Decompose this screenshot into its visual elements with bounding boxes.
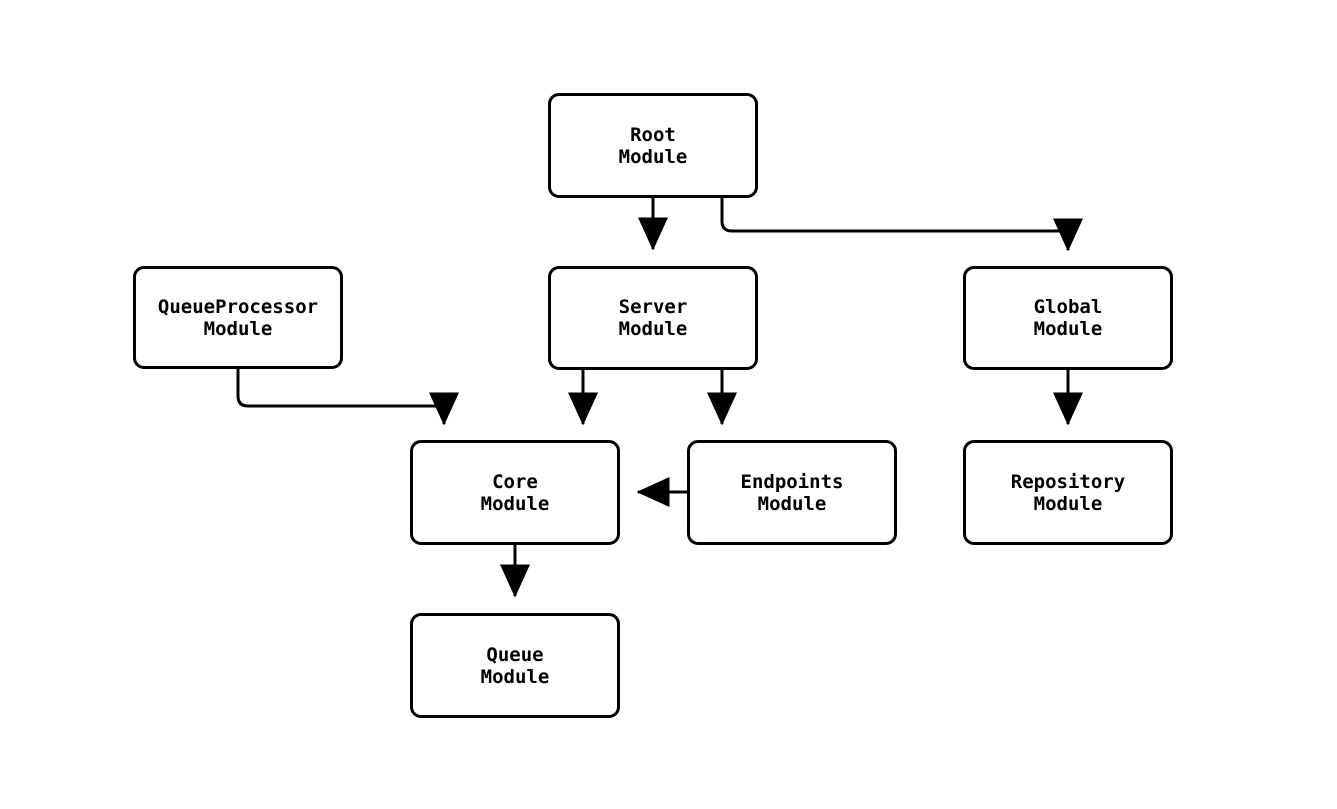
edge-root-to-global (720, 198, 1083, 252)
node-global-module[interactable]: Global Module (963, 266, 1173, 370)
node-repository-module-label: Repository Module (1010, 470, 1126, 515)
node-endpoints-module-label: Endpoints Module (740, 470, 844, 515)
node-queue-module-label: Queue Module (480, 643, 550, 688)
node-queue-module[interactable]: Queue Module (410, 613, 620, 718)
node-global-module-label: Global Module (1033, 296, 1103, 340)
node-server-module[interactable]: Server Module (548, 266, 758, 370)
node-core-module[interactable]: Core Module (410, 440, 620, 545)
node-core-module-label: Core Module (480, 470, 550, 515)
node-endpoints-module[interactable]: Endpoints Module (687, 440, 897, 545)
node-queueprocessor-module-label: QueueProcessor Module (157, 295, 319, 340)
node-root-module-label: Root Module (618, 123, 688, 168)
node-queueprocessor-module[interactable]: QueueProcessor Module (133, 266, 343, 369)
edge-queueprocessor-to-core (236, 369, 459, 426)
node-root-module[interactable]: Root Module (548, 93, 758, 198)
node-repository-module[interactable]: Repository Module (963, 440, 1173, 545)
node-server-module-label: Server Module (618, 296, 688, 340)
